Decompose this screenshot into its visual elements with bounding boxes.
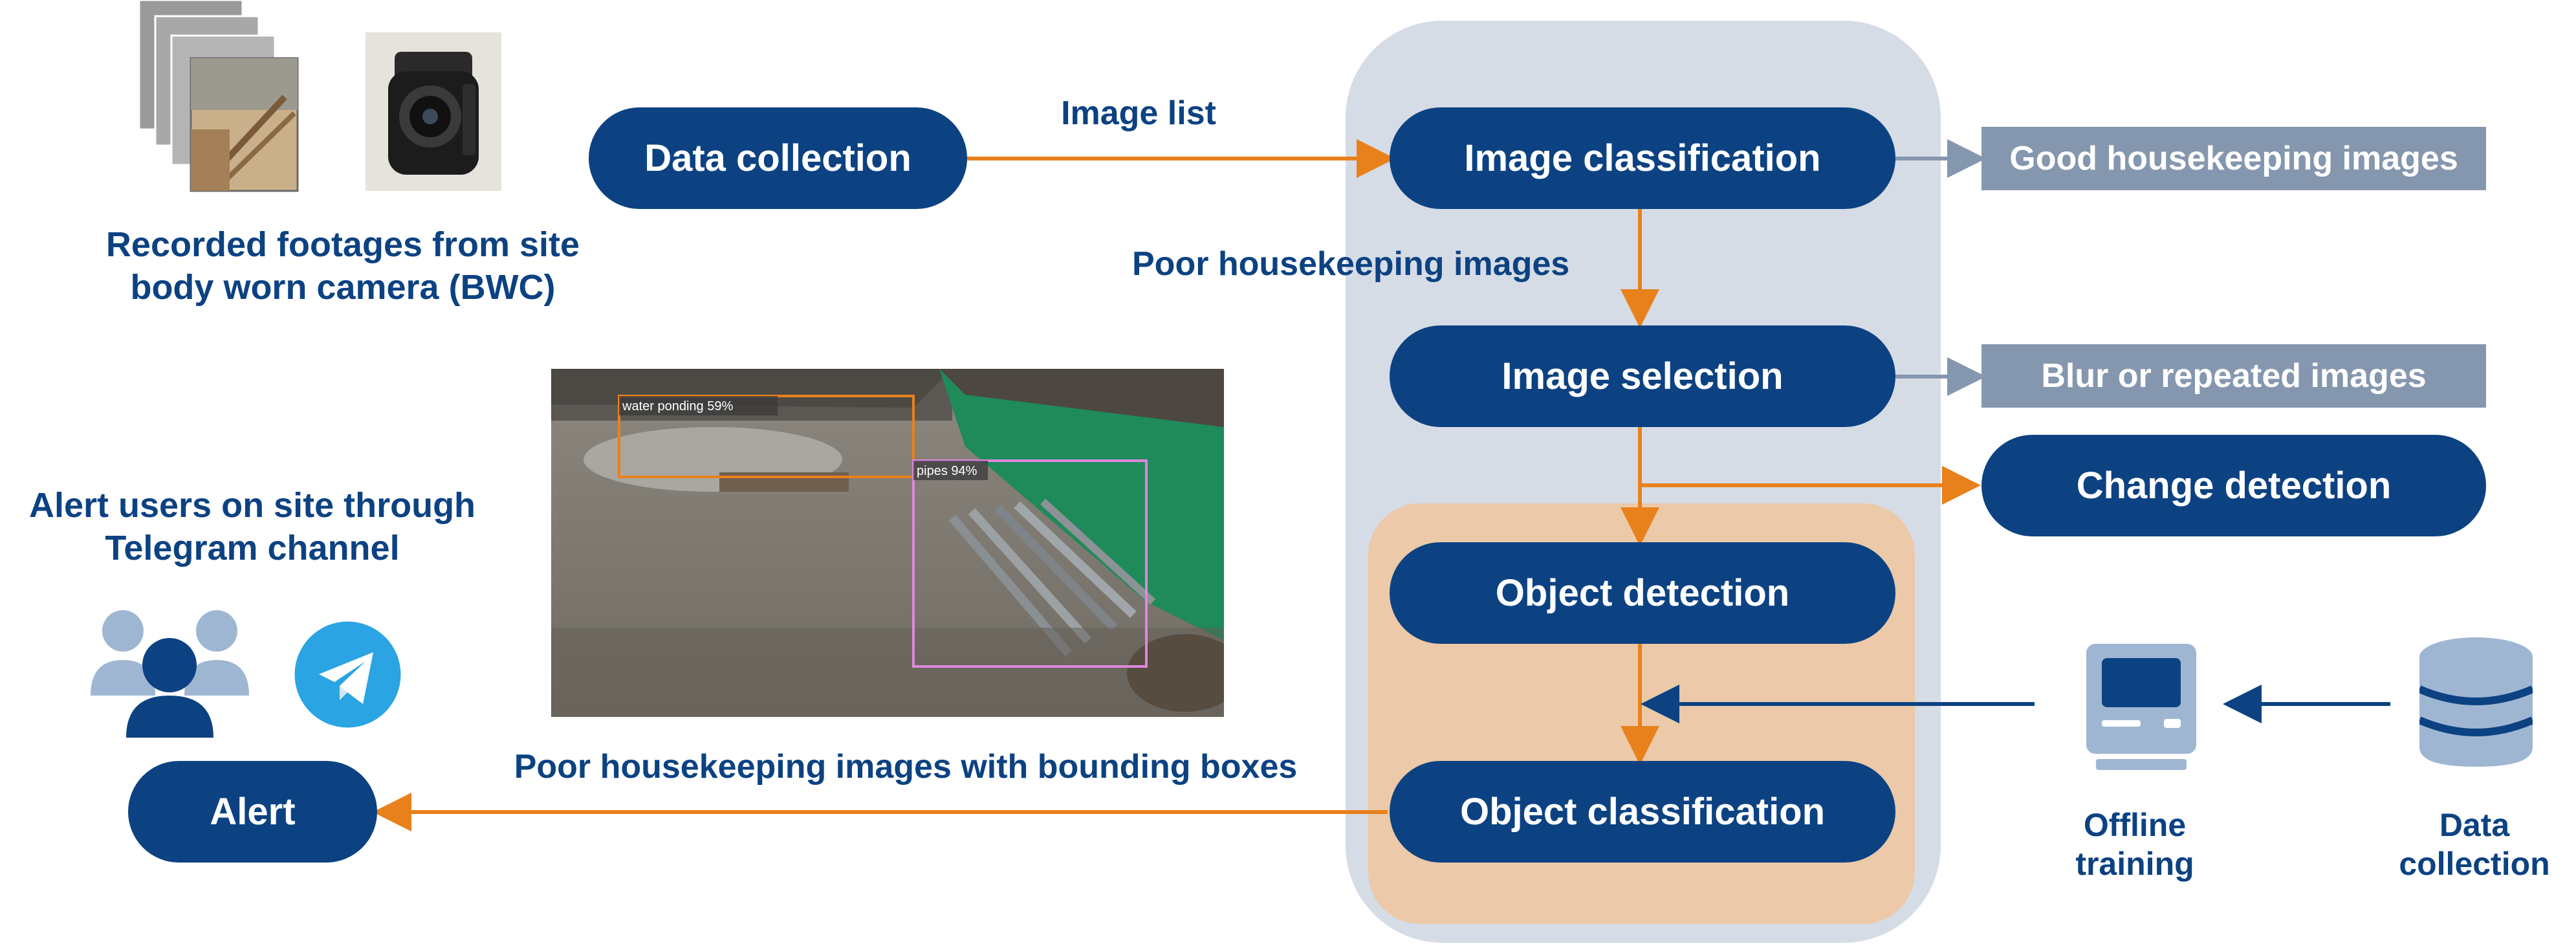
users-group-icon [91, 610, 249, 738]
alert-line-2: Telegram channel [105, 529, 400, 567]
recorded-line-2: body worn camera (BWC) [130, 268, 556, 307]
telegram-icon [294, 621, 401, 728]
detection-photo: water ponding 59% pipes 94% [551, 369, 1224, 717]
body-camera-icon [366, 32, 501, 191]
blur-repeated-box: Blur or repeated images [1981, 344, 2486, 408]
object-detection-node: Object detection [1390, 542, 1895, 644]
recorded-footage-caption: Recorded footages from site body worn ca… [78, 223, 608, 309]
water-ponding-tag: water ponding 59% [622, 399, 733, 413]
pipes-bbox [912, 459, 1148, 668]
offline-training-caption: Offline training [2038, 806, 2232, 883]
data-collection-node: Data collection [589, 107, 967, 209]
offline-line-2: training [2075, 846, 2194, 882]
offline-line-1: Offline [2083, 807, 2187, 843]
image-classification-node: Image classification [1390, 107, 1895, 209]
object-classification-node: Object classification [1390, 761, 1895, 863]
image-list-label: Image list [1061, 94, 1216, 132]
change-detection-node: Change detection [1981, 435, 2486, 536]
alert-node: Alert [128, 761, 377, 863]
datacol-line-1: Data [2439, 807, 2510, 843]
stacked-frames-icon [138, 0, 299, 192]
computer-icon [2086, 644, 2196, 770]
alert-users-caption: Alert users on site through Telegram cha… [0, 484, 505, 569]
database-icon [2419, 637, 2533, 767]
data-collection-caption: Data collection [2377, 806, 2571, 883]
alert-line-1: Alert users on site through [28, 486, 476, 525]
poor-with-boxes-label: Poor housekeeping images with bounding b… [514, 748, 1298, 786]
image-selection-node: Image selection [1390, 325, 1895, 427]
good-housekeeping-box: Good housekeeping images [1981, 127, 2486, 190]
pipes-tag: pipes 94% [917, 464, 977, 478]
recorded-line-1: Recorded footages from site [105, 225, 580, 264]
datacol-line-2: collection [2399, 846, 2550, 882]
poor-housekeeping-label: Poor housekeeping images [1132, 245, 1570, 283]
